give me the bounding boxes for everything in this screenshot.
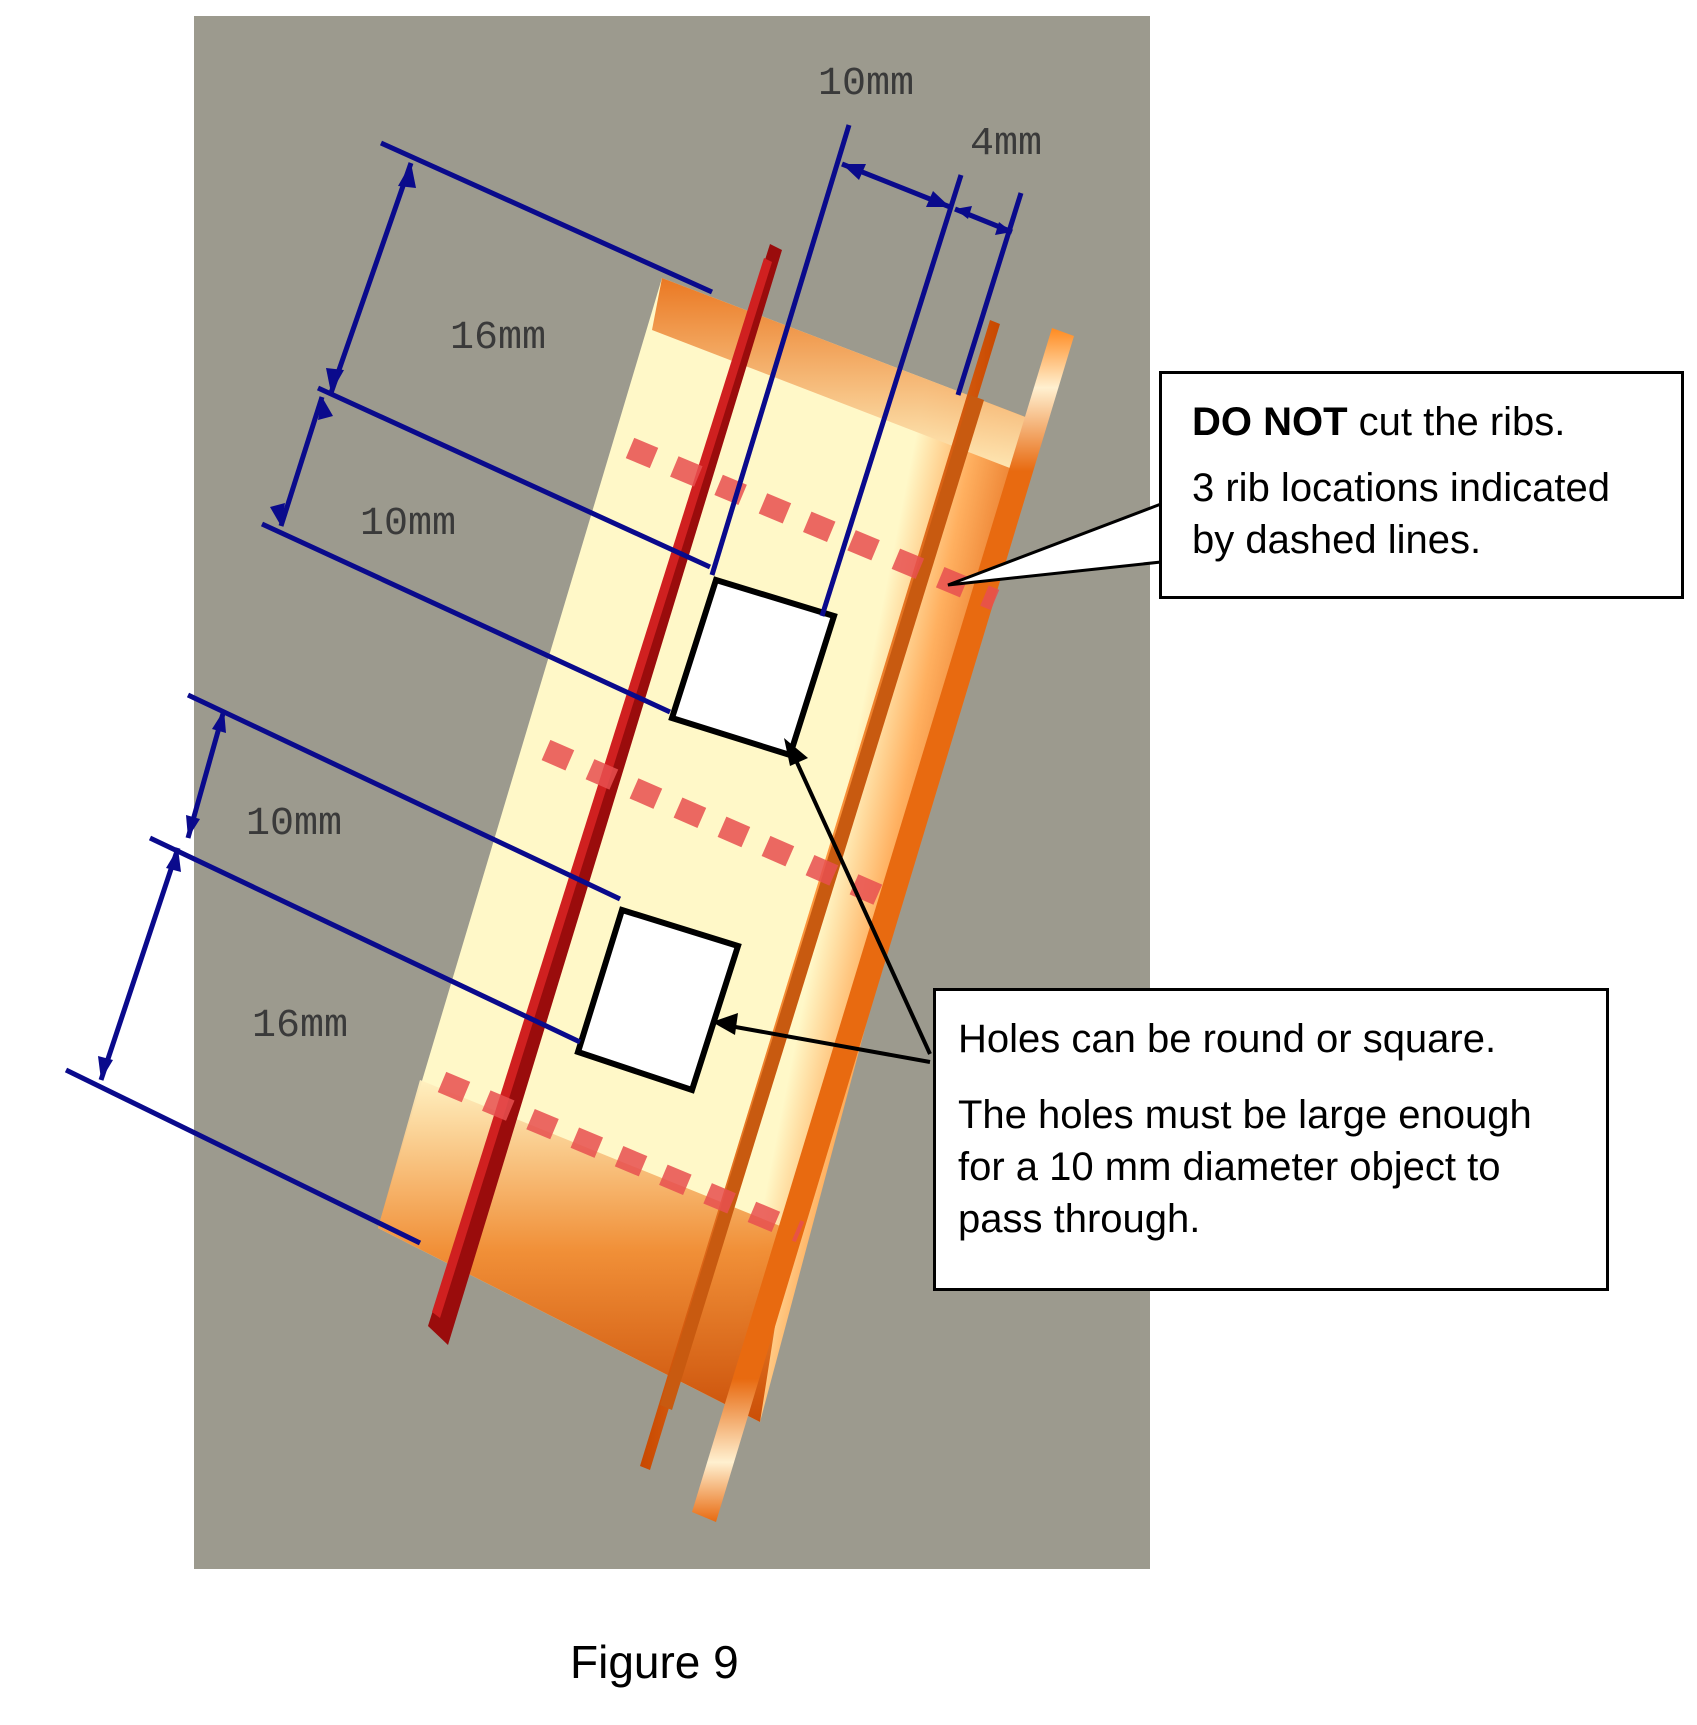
rib-dash-top: [625, 437, 1000, 611]
ribs-callout-rest: cut the ribs.: [1347, 400, 1566, 444]
ribs-callout-line2: 3 rib locations indicated by dashed line…: [1192, 466, 1611, 562]
rib-dash-bottom: [437, 1071, 805, 1243]
red-flange-edge: [432, 258, 772, 1318]
hole-arrows: [712, 738, 932, 1064]
dimension-arrowheads: [98, 163, 1012, 1080]
hole-lower: [574, 906, 742, 1094]
rib-dash-middle: [541, 739, 895, 911]
dim-upper-hole: 10mm: [360, 502, 456, 547]
holes-callout: Holes can be round or square. The holes …: [933, 988, 1609, 1291]
figure-caption: Figure 9: [570, 1636, 739, 1688]
ribs-callout: DO NOT cut the ribs. 3 rib locations ind…: [1159, 371, 1684, 599]
dim-lower-hole: 10mm: [246, 802, 342, 847]
rib-line-2: [660, 395, 984, 1410]
dimension-lines: [64, 124, 1024, 1246]
dim-lower-outer: 16mm: [252, 1004, 348, 1049]
ribs-callout-bold: DO NOT: [1192, 400, 1348, 444]
ribs-callout-line1: DO NOT cut the ribs.: [1192, 396, 1651, 448]
holes-callout-line2: The holes must be large enough for a 10 …: [958, 1093, 1532, 1241]
dim-upper-outer: 16mm: [450, 316, 546, 361]
outer-flange: [692, 328, 1074, 1522]
holes-callout-line1: Holes can be round or square.: [958, 1017, 1497, 1061]
dim-rib-gap: 4mm: [970, 122, 1042, 167]
dim-top-width: 10mm: [818, 62, 914, 107]
